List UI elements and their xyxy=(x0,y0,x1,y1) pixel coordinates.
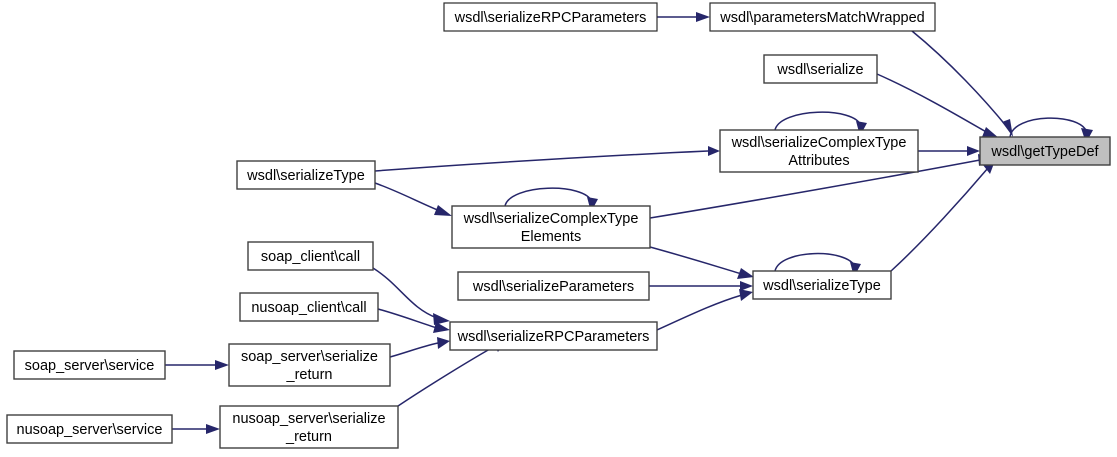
node-label: wsdl\getTypeDef xyxy=(990,144,1099,160)
node-label: soap_server\serialize xyxy=(241,349,378,365)
edge-serializeRPCParameters-to-serializeType-right xyxy=(656,289,753,331)
edge-serializeComplexTypeAttributes-to-getTypeDef xyxy=(918,146,980,156)
node-label: nusoap_server\service xyxy=(17,422,163,438)
node-label: wsdl\serializeRPCParameters xyxy=(454,10,647,26)
edge-soapclientcall-to-serializeRPCParameters xyxy=(372,267,450,325)
edge-serializeComplexTypeElements-self-loop xyxy=(504,187,598,212)
node-wsdl-serializeType-right[interactable]: wsdl\serializeType xyxy=(752,270,892,300)
edge-layer xyxy=(165,12,1093,434)
node-label-line2: Elements xyxy=(521,229,581,245)
edge-nusoapclientcall-to-serializeRPCParameters xyxy=(377,308,450,333)
node-wsdl-serializeRPCParameters-mid[interactable]: wsdl\serializeRPCParameters xyxy=(449,321,658,351)
node-wsdl-getTypeDef[interactable]: wsdl\getTypeDef xyxy=(979,136,1111,166)
node-label: nusoap_server\serialize xyxy=(232,411,385,427)
edge-serialize-to-getTypeDef xyxy=(876,73,1000,139)
node-label: wsdl\serializeComplexType xyxy=(463,211,639,227)
edge-serializeType-right-self-loop xyxy=(774,252,861,277)
node-label: wsdl\serializeComplexType xyxy=(731,135,907,151)
node-wsdl-serializeRPCParameters-top[interactable]: wsdl\serializeRPCParameters xyxy=(443,2,658,32)
node-label: wsdl\serializeRPCParameters xyxy=(457,329,650,345)
edge-getTypeDef-self-loop xyxy=(1009,117,1093,143)
node-wsdl-serializeParameters[interactable]: wsdl\serializeParameters xyxy=(457,271,650,301)
node-label-line2: _return xyxy=(286,367,333,383)
node-wsdl-serializeType-left[interactable]: wsdl\serializeType xyxy=(236,160,376,190)
node-wsdl-parametersMatchWrapped[interactable]: wsdl\parametersMatchWrapped xyxy=(709,2,936,32)
node-layer: wsdl\serializeRPCParameters wsdl\paramet… xyxy=(6,2,1111,449)
node-label: wsdl\serializeType xyxy=(246,168,365,184)
node-wsdl-serialize[interactable]: wsdl\serialize xyxy=(763,54,878,84)
edge-soapserverserializereturn-to-serializeRPCParameters xyxy=(389,337,450,358)
node-label-line2: _return xyxy=(285,429,332,445)
edge-parametersMatchWrapped-to-getTypeDef xyxy=(911,30,1013,137)
node-soap-server-service[interactable]: soap_server\service xyxy=(13,350,166,380)
node-label: wsdl\serializeParameters xyxy=(472,279,634,295)
edge-soapserverservice-to-soapserverserializereturn xyxy=(165,360,229,370)
node-wsdl-serializeComplexTypeAttributes[interactable]: wsdl\serializeComplexType Attributes xyxy=(719,129,919,173)
node-label-line2: Attributes xyxy=(788,153,849,169)
node-soap-server-serialize-return[interactable]: soap_server\serialize _return xyxy=(228,343,391,387)
node-label: nusoap_client\call xyxy=(251,300,366,316)
edge-serializeParameters-to-serializeType-right xyxy=(649,281,753,291)
node-label: wsdl\parametersMatchWrapped xyxy=(719,10,924,26)
edge-nusoapserverservice-to-nusoapserverserializereturn xyxy=(172,424,220,434)
node-wsdl-serializeComplexTypeElements[interactable]: wsdl\serializeComplexType Elements xyxy=(451,205,651,249)
node-label: soap_client\call xyxy=(261,249,360,265)
edge-serializeType-to-serializeComplexTypeAttributes xyxy=(374,146,720,172)
edge-serializeType-to-serializeComplexTypeElements xyxy=(374,182,452,216)
edge-serializeType-right-to-getTypeDef xyxy=(890,158,996,272)
edge-serializeComplexTypeElements-to-serializeType-right xyxy=(649,246,754,279)
node-soap-client-call[interactable]: soap_client\call xyxy=(247,241,374,271)
node-nusoap-server-service[interactable]: nusoap_server\service xyxy=(6,414,173,444)
node-label: wsdl\serialize xyxy=(776,62,863,78)
edge-serializeRPCParameters-to-parametersMatchWrapped xyxy=(657,12,710,22)
node-nusoap-server-serialize-return[interactable]: nusoap_server\serialize _return xyxy=(219,405,399,449)
node-label: soap_server\service xyxy=(25,358,155,374)
node-nusoap-client-call[interactable]: nusoap_client\call xyxy=(239,292,379,322)
node-label: wsdl\serializeType xyxy=(762,278,881,294)
edge-serializeComplexTypeAttributes-self-loop xyxy=(774,111,867,136)
